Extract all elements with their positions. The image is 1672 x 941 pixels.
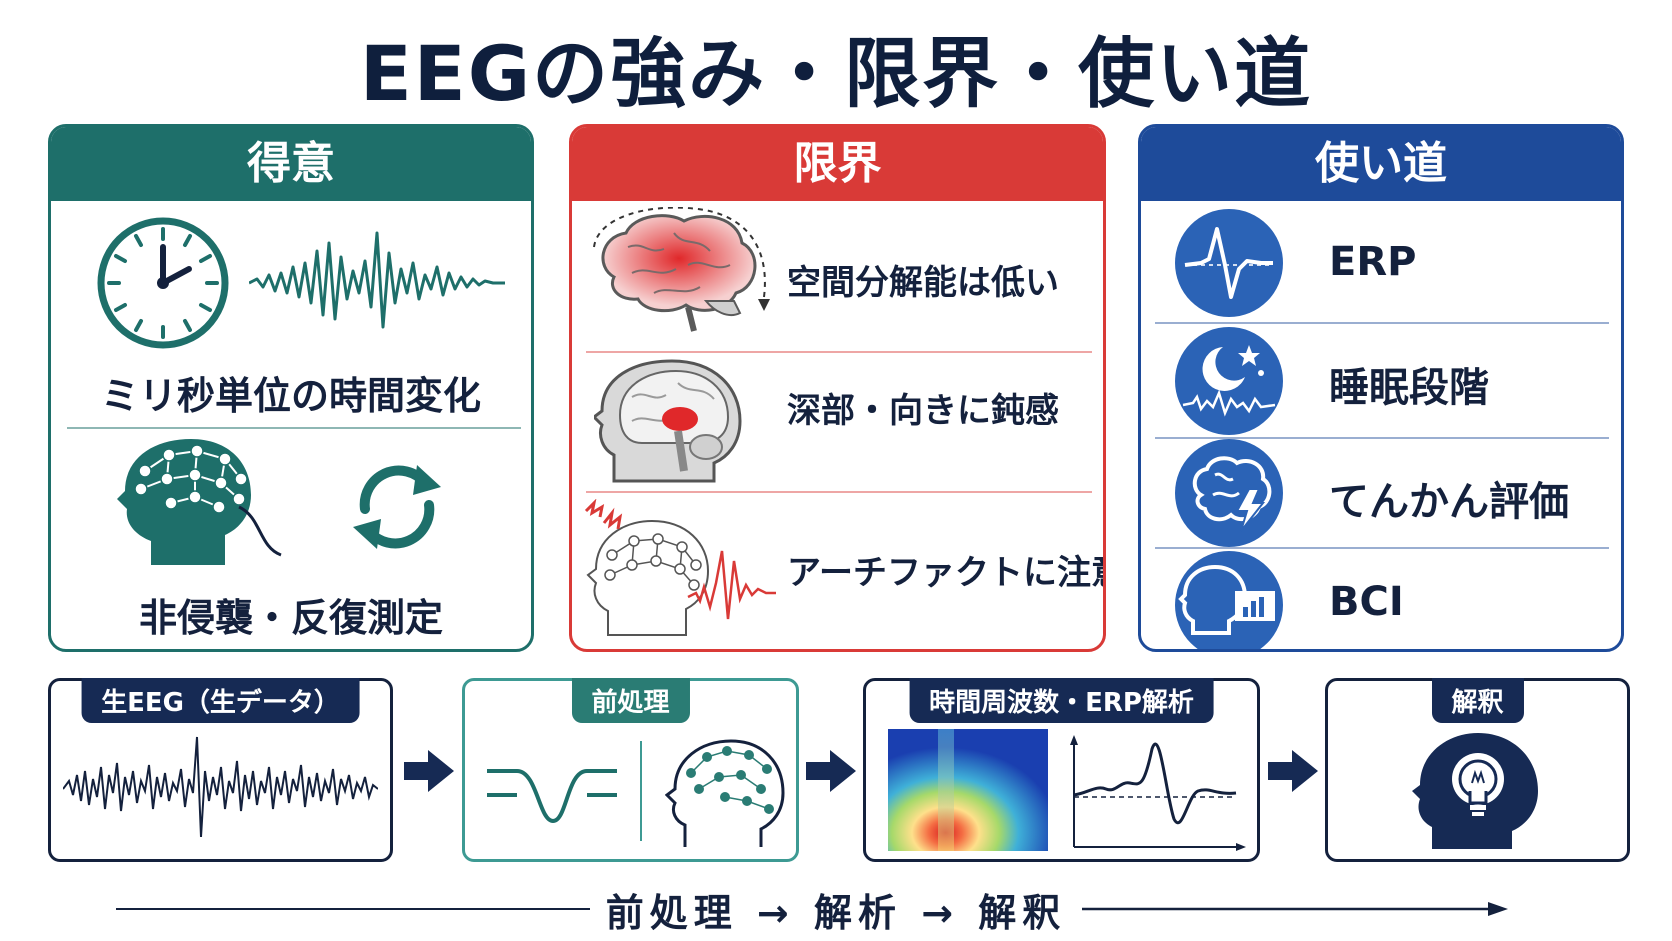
pipeline-step-interpretation: 解釈 (1325, 678, 1630, 862)
preprocess-divider (640, 741, 642, 841)
use-item-bci: BCI (1329, 579, 1404, 625)
pipeline-step-analysis: 時間周波数・ERP解析 (863, 678, 1260, 862)
strengths-heading: 得意 (51, 127, 531, 201)
limits-heading: 限界 (572, 127, 1103, 201)
strength-item-noninvasive: 非侵襲・反復測定 (138, 596, 443, 640)
electrode-head-icon (665, 739, 785, 847)
eeg-wave-icon (249, 231, 505, 329)
bci-icon (1175, 551, 1283, 649)
limits-panel: 限界 空間分解能は低い 深部・向きに鈍感 (569, 124, 1106, 652)
erp-icon (1175, 209, 1283, 317)
use-item-epilepsy: てんかん評価 (1329, 479, 1569, 525)
step-label-analysis: 時間周波数・ERP解析 (909, 678, 1214, 723)
step-label-raw: 生EEG（生データ） (81, 678, 360, 723)
limits-divider-1 (586, 351, 1092, 353)
brain-spatial-icon (593, 207, 770, 332)
limit-item-spatial: 空間分解能は低い (787, 263, 1059, 303)
brain-deep-icon (594, 359, 742, 483)
uses-panel: 使い道 ERP 睡眠段階 てんかん評価 (1138, 124, 1624, 652)
pipeline-summary: 前処理 → 解析 → 解釈 (605, 891, 1067, 935)
uses-divider-1 (1155, 322, 1609, 324)
sleep-icon (1175, 327, 1283, 435)
repeat-icon (353, 465, 441, 549)
strengths-panel: 得意 ミリ秒単位の時間変化 (48, 124, 534, 652)
insight-head-icon (1412, 733, 1538, 849)
flow-line-left (116, 908, 590, 910)
page-title: EEGの強み・限界・使い道 (359, 29, 1313, 118)
strength-item-temporal: ミリ秒単位の時間変化 (100, 374, 481, 418)
use-item-erp: ERP (1329, 239, 1417, 285)
time-frequency-map-icon (888, 729, 1048, 851)
clock-icon (97, 217, 229, 349)
eeg-cap-head-icon (117, 439, 282, 565)
strengths-divider (67, 427, 521, 429)
limit-item-depth: 深部・向きに鈍感 (787, 391, 1059, 431)
raw-eeg-wave-icon (63, 736, 378, 838)
limit-item-artifact: アーチファクトに注意 (787, 553, 1106, 593)
pipeline-arrow-2-icon (806, 750, 856, 792)
use-item-sleep: 睡眠段階 (1329, 365, 1489, 411)
pipeline-step-raw: 生EEG（生データ） (48, 678, 393, 862)
step-label-preprocess: 前処理 (571, 678, 690, 723)
erp-waveform-icon (1070, 735, 1246, 851)
uses-heading: 使い道 (1141, 127, 1621, 201)
step-label-interpretation: 解釈 (1431, 678, 1524, 723)
filter-wave-icon (487, 769, 617, 824)
limits-divider-2 (586, 491, 1092, 493)
epilepsy-icon (1175, 439, 1283, 547)
pipeline-step-preprocess: 前処理 (462, 678, 799, 862)
uses-divider-3 (1155, 547, 1609, 549)
artifact-head-icon (584, 499, 776, 636)
uses-divider-2 (1155, 437, 1609, 439)
pipeline-arrow-1-icon (404, 750, 454, 792)
flow-arrow-icon (1082, 902, 1508, 916)
pipeline-arrow-3-icon (1268, 750, 1318, 792)
